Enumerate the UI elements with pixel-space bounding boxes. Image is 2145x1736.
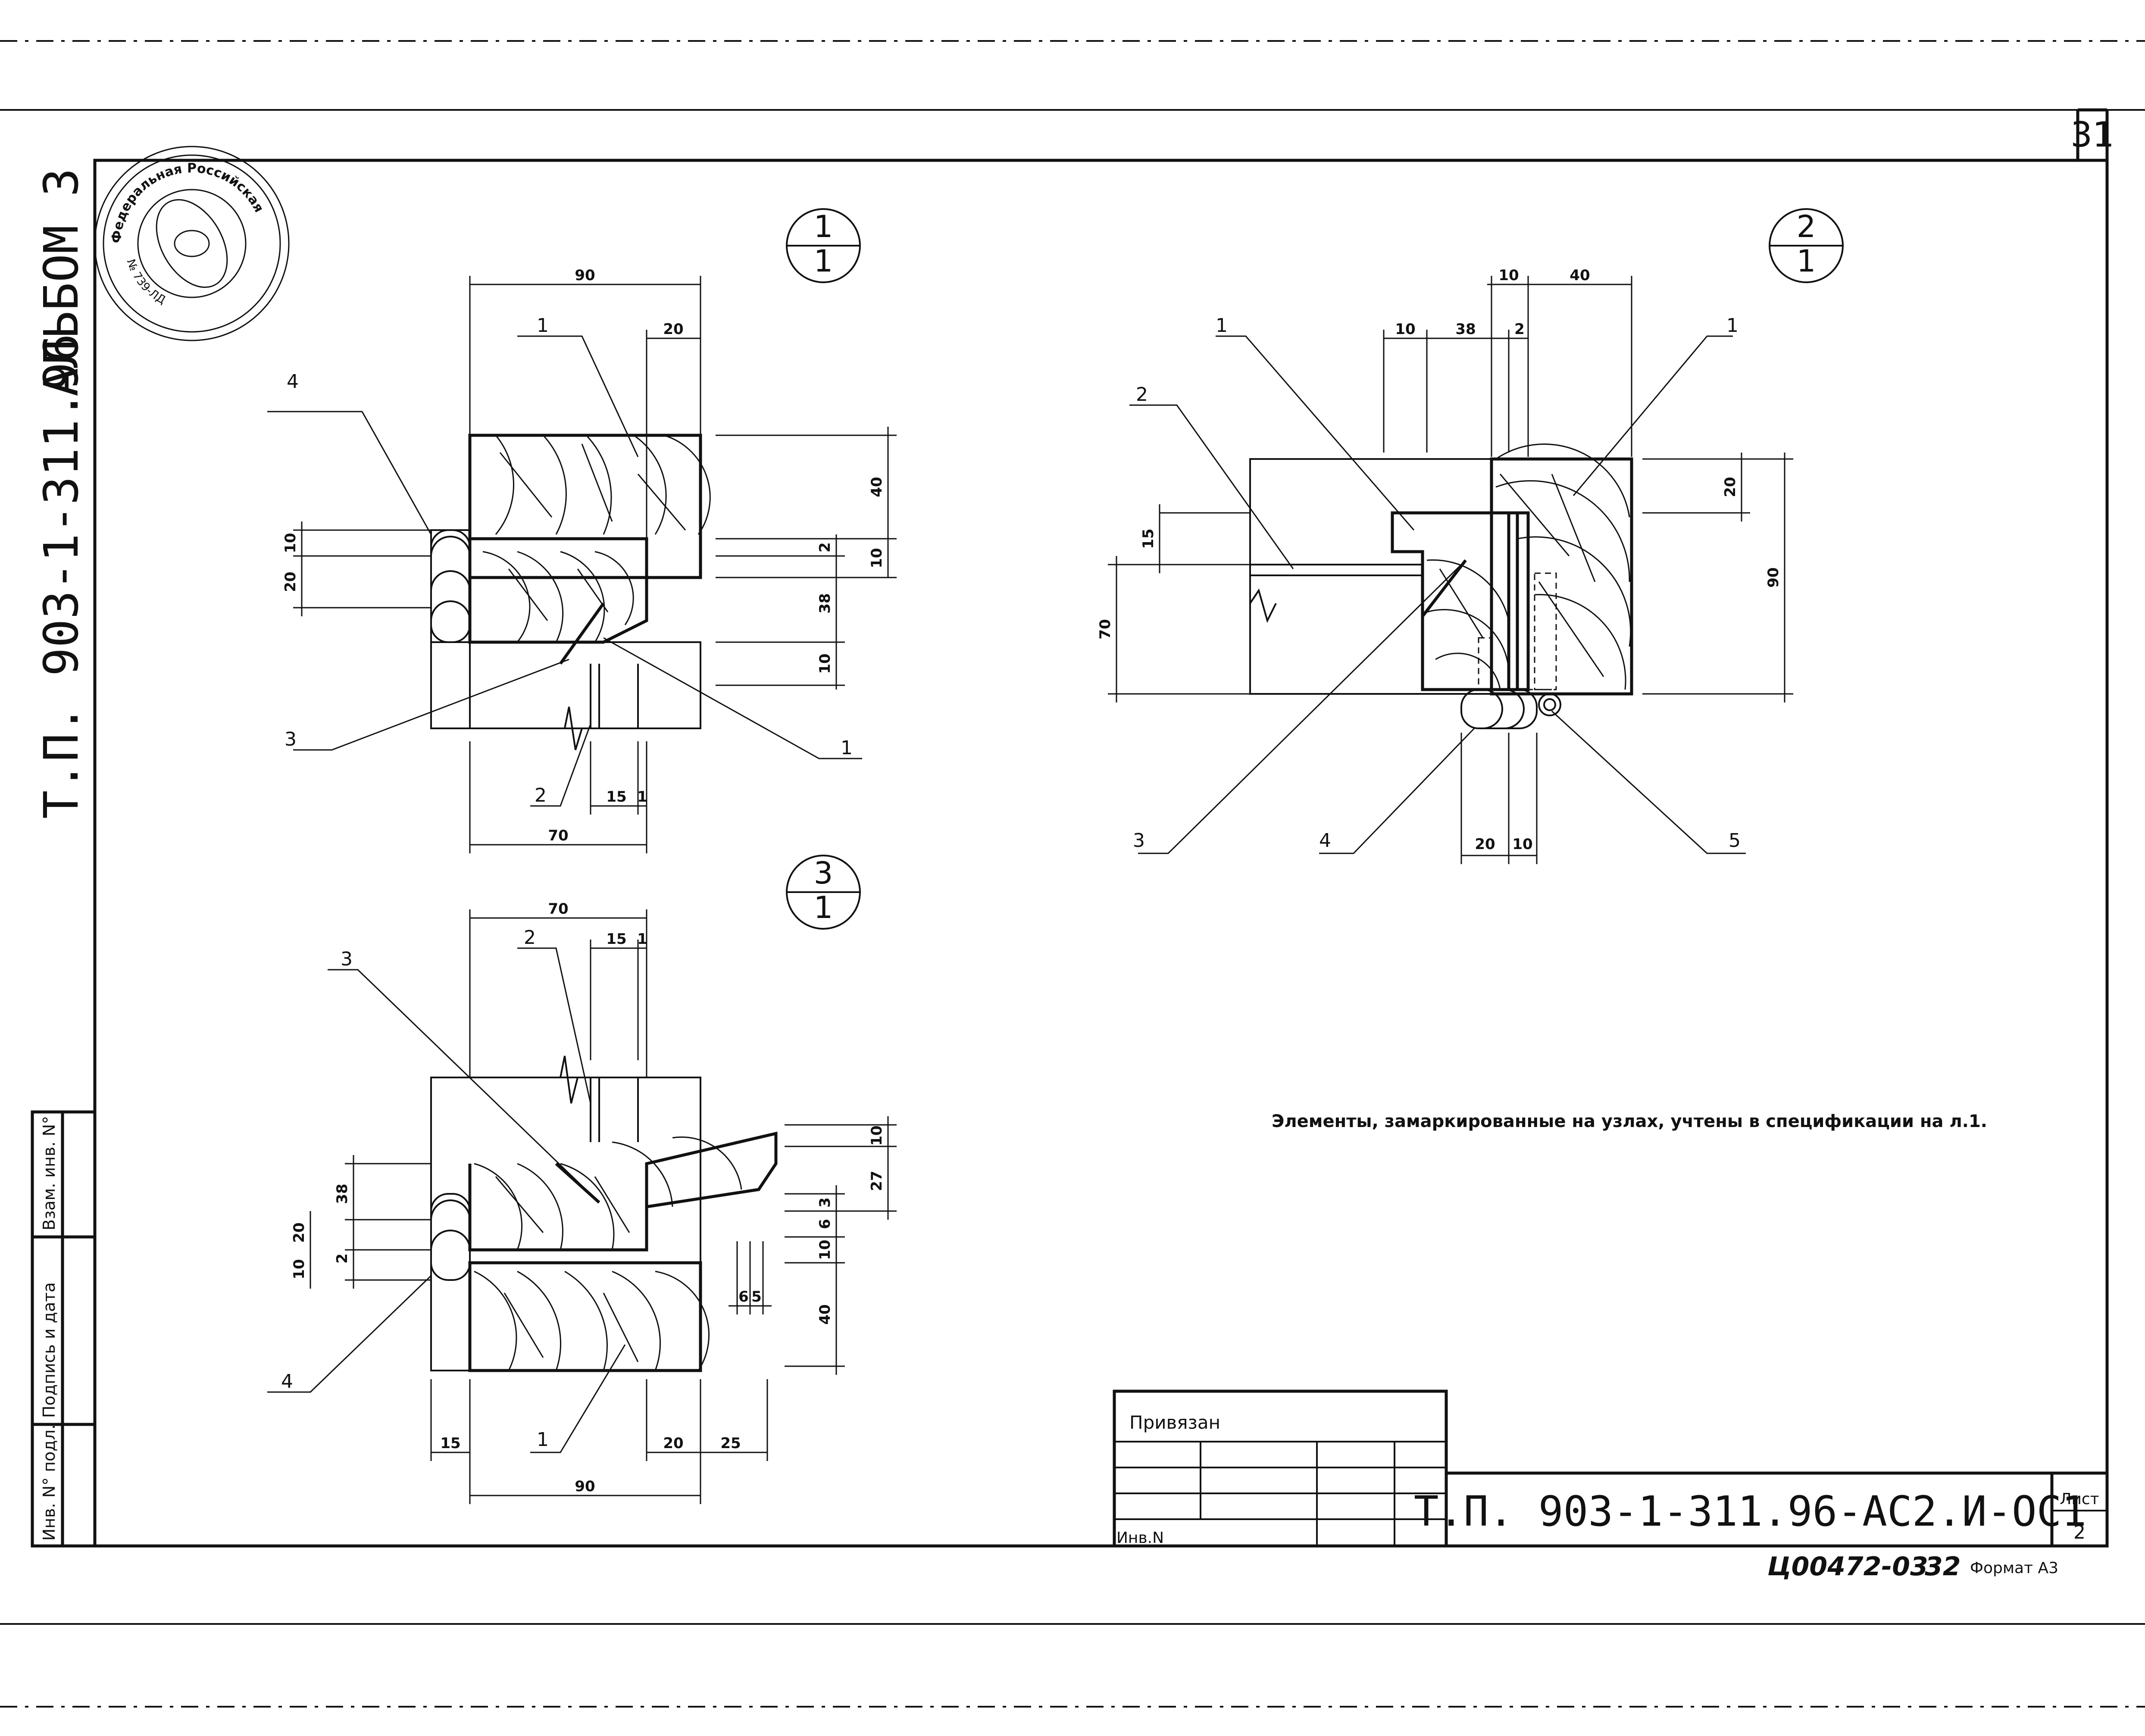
svg-text:10: 10 (1395, 321, 1415, 338)
svg-text:10: 10 (1512, 836, 1532, 853)
svg-text:1: 1 (1216, 315, 1228, 337)
node-1-drawing: 1 1 (267, 208, 897, 853)
node-2-drawing: 2 1 (1097, 208, 1844, 864)
sheet-number: 31 (2070, 115, 2114, 155)
svg-text:5: 5 (751, 1288, 762, 1305)
left-stamp-strip: Взам. инв. N° Подпись и дата Инв. N° под… (31, 1110, 97, 1548)
svg-text:15: 15 (440, 1435, 460, 1452)
svg-text:40: 40 (816, 1304, 834, 1324)
svg-text:10: 10 (282, 533, 299, 553)
svg-text:20: 20 (663, 1435, 683, 1452)
svg-text:38: 38 (816, 593, 834, 613)
designation: Т.П. 903-1-311.96-АС2.И-ОС1 (1414, 1487, 2087, 1536)
svg-text:27: 27 (868, 1171, 885, 1191)
svg-text:40: 40 (868, 477, 885, 497)
node-2-marker: 2 1 (1769, 208, 1844, 283)
svg-text:10: 10 (816, 653, 834, 674)
svg-text:10: 10 (816, 1240, 834, 1260)
svg-text:2: 2 (2073, 1521, 2086, 1543)
svg-text:№ 739-ЛД: № 739-ЛД (124, 257, 168, 307)
svg-text:20: 20 (1475, 836, 1495, 853)
company-stamp: Федеральная Российская № 739-ЛД (94, 146, 290, 341)
svg-text:1: 1 (537, 1429, 549, 1451)
svg-text:25: 25 (720, 1435, 741, 1452)
svg-text:3: 3 (285, 728, 297, 750)
svg-text:2: 2 (1136, 384, 1148, 406)
album-title: АЛЬБОМ 3 (34, 168, 89, 397)
svg-text:10: 10 (1498, 267, 1519, 284)
frame (93, 108, 2109, 1548)
node-3-marker: 3 1 (786, 855, 861, 930)
svg-text:1: 1 (1726, 315, 1739, 337)
svg-text:70: 70 (1097, 619, 1114, 639)
spec-note: Элементы, замаркированные на узлах, учте… (1272, 1112, 1987, 1131)
svg-text:15: 15 (606, 930, 626, 948)
svg-text:2: 2 (1514, 321, 1525, 338)
svg-text:3: 3 (816, 1197, 834, 1208)
footer-code-num: 32 (1925, 1552, 1961, 1582)
footer-format: Формат А3 (1970, 1559, 2058, 1577)
svg-text:6: 6 (816, 1219, 834, 1229)
svg-text:1: 1 (1797, 244, 1816, 279)
svg-text:5: 5 (1729, 830, 1741, 852)
svg-text:2: 2 (816, 542, 834, 553)
footer-code: Ц00472-03 (1767, 1552, 1928, 1582)
svg-text:2: 2 (535, 784, 547, 806)
svg-text:38: 38 (334, 1183, 351, 1204)
svg-text:1: 1 (814, 890, 833, 925)
svg-text:1: 1 (841, 737, 853, 759)
svg-text:6: 6 (738, 1288, 749, 1305)
svg-text:Лист: Лист (2060, 1490, 2099, 1508)
svg-text:90: 90 (575, 1478, 595, 1495)
svg-text:90: 90 (575, 267, 595, 284)
svg-text:Инв. N° подл.: Инв. N° подл. (40, 1424, 59, 1541)
svg-text:3: 3 (341, 948, 353, 970)
svg-text:3: 3 (1133, 830, 1145, 852)
svg-text:20: 20 (1722, 477, 1739, 497)
svg-text:10: 10 (868, 548, 885, 568)
svg-text:2: 2 (1797, 209, 1816, 244)
node-3-drawing: 3 1 (267, 855, 897, 1504)
svg-text:15: 15 (606, 788, 626, 806)
svg-text:38: 38 (1455, 321, 1476, 338)
svg-text:15: 15 (1140, 528, 1157, 549)
cut-lines (0, 40, 2145, 1708)
svg-text:20: 20 (291, 1222, 308, 1243)
svg-text:Взам. инв. N°: Взам. инв. N° (40, 1116, 59, 1230)
svg-text:3: 3 (814, 856, 833, 891)
svg-text:10: 10 (868, 1125, 885, 1146)
svg-text:1: 1 (637, 788, 647, 806)
svg-text:4: 4 (281, 1371, 293, 1393)
svg-text:20: 20 (282, 571, 299, 592)
svg-text:70: 70 (548, 900, 568, 918)
svg-text:1: 1 (814, 209, 833, 244)
svg-text:40: 40 (1570, 267, 1590, 284)
svg-text:2: 2 (334, 1253, 351, 1264)
svg-text:1: 1 (537, 315, 549, 337)
svg-text:Привязан: Привязан (1129, 1412, 1220, 1433)
svg-text:20: 20 (663, 321, 683, 338)
svg-text:90: 90 (1765, 567, 1782, 587)
svg-text:2: 2 (524, 927, 536, 949)
svg-text:4: 4 (1319, 830, 1331, 852)
svg-text:1: 1 (637, 930, 647, 948)
svg-text:Подпись и дата: Подпись и дата (40, 1282, 59, 1418)
svg-text:4: 4 (287, 371, 299, 393)
svg-text:1: 1 (814, 244, 833, 279)
svg-text:70: 70 (548, 827, 568, 844)
title-block: Привязан Инв.N Т.П. 903-1-311.96-АС2.И-О… (1113, 1389, 2109, 1548)
node-1-marker: 1 1 (786, 208, 861, 283)
svg-text:Инв.N: Инв.N (1116, 1529, 1164, 1547)
svg-text:10: 10 (291, 1259, 308, 1279)
project-side-title: Т.П. 903-1-311.96 (34, 334, 89, 819)
